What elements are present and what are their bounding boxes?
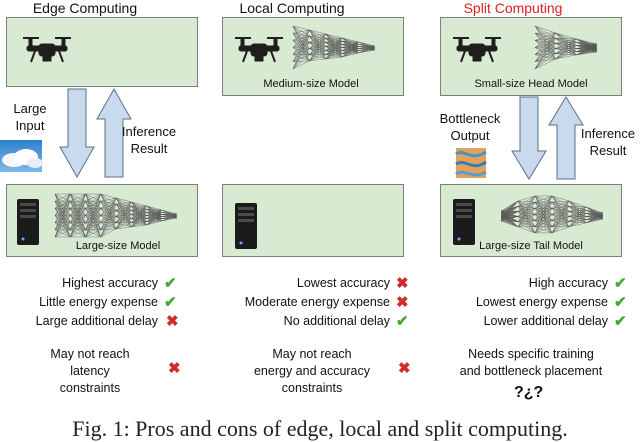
list-item: High accuracy [436, 274, 608, 293]
edge-note-line2: latency [20, 363, 160, 380]
large-input-label-line2: Input [0, 117, 60, 134]
inference-result-split-line2: Result [576, 142, 640, 159]
small-size-head-model-label: Small-size Head Model [446, 78, 616, 90]
list-item: No additional delay [212, 312, 390, 331]
cross-icon: ✖ [398, 359, 411, 378]
question-marks-icon: ?¿? [514, 384, 543, 402]
cross-icon: ✖ [168, 359, 181, 378]
split-note-line2: and bottleneck placement [444, 363, 618, 380]
large-input-label-line1: Large [0, 100, 60, 117]
drone-icon [447, 32, 507, 76]
check-icon: ✔ [164, 274, 177, 293]
server-icon [233, 203, 259, 251]
large-size-tail-model-label: Large-size Tail Model [446, 240, 616, 252]
bottleneck-output-line2: Output [430, 127, 510, 144]
check-icon: ✔ [614, 293, 627, 312]
list-item: Highest accuracy [0, 274, 158, 293]
local-note: May not reach energy and accuracy constr… [232, 346, 392, 397]
list-item: Little energy expense [0, 293, 158, 312]
cross-icon: ✖ [166, 312, 179, 331]
drone-icon [17, 32, 77, 76]
title-split-computing: Split Computing [413, 0, 613, 16]
large-size-model-label: Large-size Model [33, 240, 203, 252]
drone-icon [229, 32, 289, 76]
edge-device-box [6, 17, 198, 87]
local-note-line3: constraints [232, 380, 392, 397]
small-neural-network-icon [533, 24, 603, 72]
inference-result-label-edge: Inference Result [118, 123, 180, 157]
inference-result-label-split: Inference Result [576, 125, 640, 159]
large-neural-network-icon [53, 193, 183, 239]
local-server-box [222, 184, 404, 257]
inference-result-edge-line1: Inference [118, 123, 180, 140]
large-input-label: Large Input [0, 100, 60, 134]
split-note: Needs specific training and bottleneck p… [444, 346, 618, 380]
bottleneck-feature-image-icon [456, 148, 486, 178]
edge-note: May not reach latency constraints [20, 346, 160, 397]
title-edge-computing: Edge Computing [0, 0, 185, 16]
cloud-image-icon [0, 140, 42, 172]
inference-result-split-line1: Inference [576, 125, 640, 142]
check-icon: ✔ [164, 293, 177, 312]
list-item: Lower additional delay [436, 312, 608, 331]
bottleneck-output-label: Bottleneck Output [430, 110, 510, 144]
list-item: Large additional delay [0, 312, 158, 331]
medium-neural-network-icon [291, 24, 381, 72]
split-note-line1: Needs specific training [444, 346, 618, 363]
cross-icon: ✖ [396, 274, 409, 293]
edge-note-line3: constraints [20, 380, 160, 397]
list-item: Lowest energy expense [436, 293, 608, 312]
split-pros-cons-list: High accuracy Lowest energy expense Lowe… [436, 274, 608, 331]
title-local-computing: Local Computing [192, 0, 392, 16]
medium-size-model-label: Medium-size Model [226, 78, 396, 90]
figure-caption: Fig. 1: Pros and cons of edge, local and… [0, 416, 640, 442]
check-icon: ✔ [396, 312, 409, 331]
inference-result-edge-line2: Result [118, 140, 180, 157]
list-item: Lowest accuracy [212, 274, 390, 293]
check-icon: ✔ [614, 312, 627, 331]
edge-note-line1: May not reach [20, 346, 160, 363]
local-pros-cons-list: Lowest accuracy Moderate energy expense … [212, 274, 390, 331]
edge-pros-cons-list: Highest accuracy Little energy expense L… [0, 274, 158, 331]
cross-icon: ✖ [396, 293, 409, 312]
local-note-line2: energy and accuracy [232, 363, 392, 380]
local-note-line1: May not reach [232, 346, 392, 363]
bottleneck-output-line1: Bottleneck [430, 110, 510, 127]
bottleneck-down-arrow [512, 97, 546, 187]
list-item: Moderate energy expense [212, 293, 390, 312]
tail-neural-network-icon [499, 193, 609, 239]
check-icon: ✔ [614, 274, 627, 293]
large-input-down-arrow [60, 89, 94, 179]
